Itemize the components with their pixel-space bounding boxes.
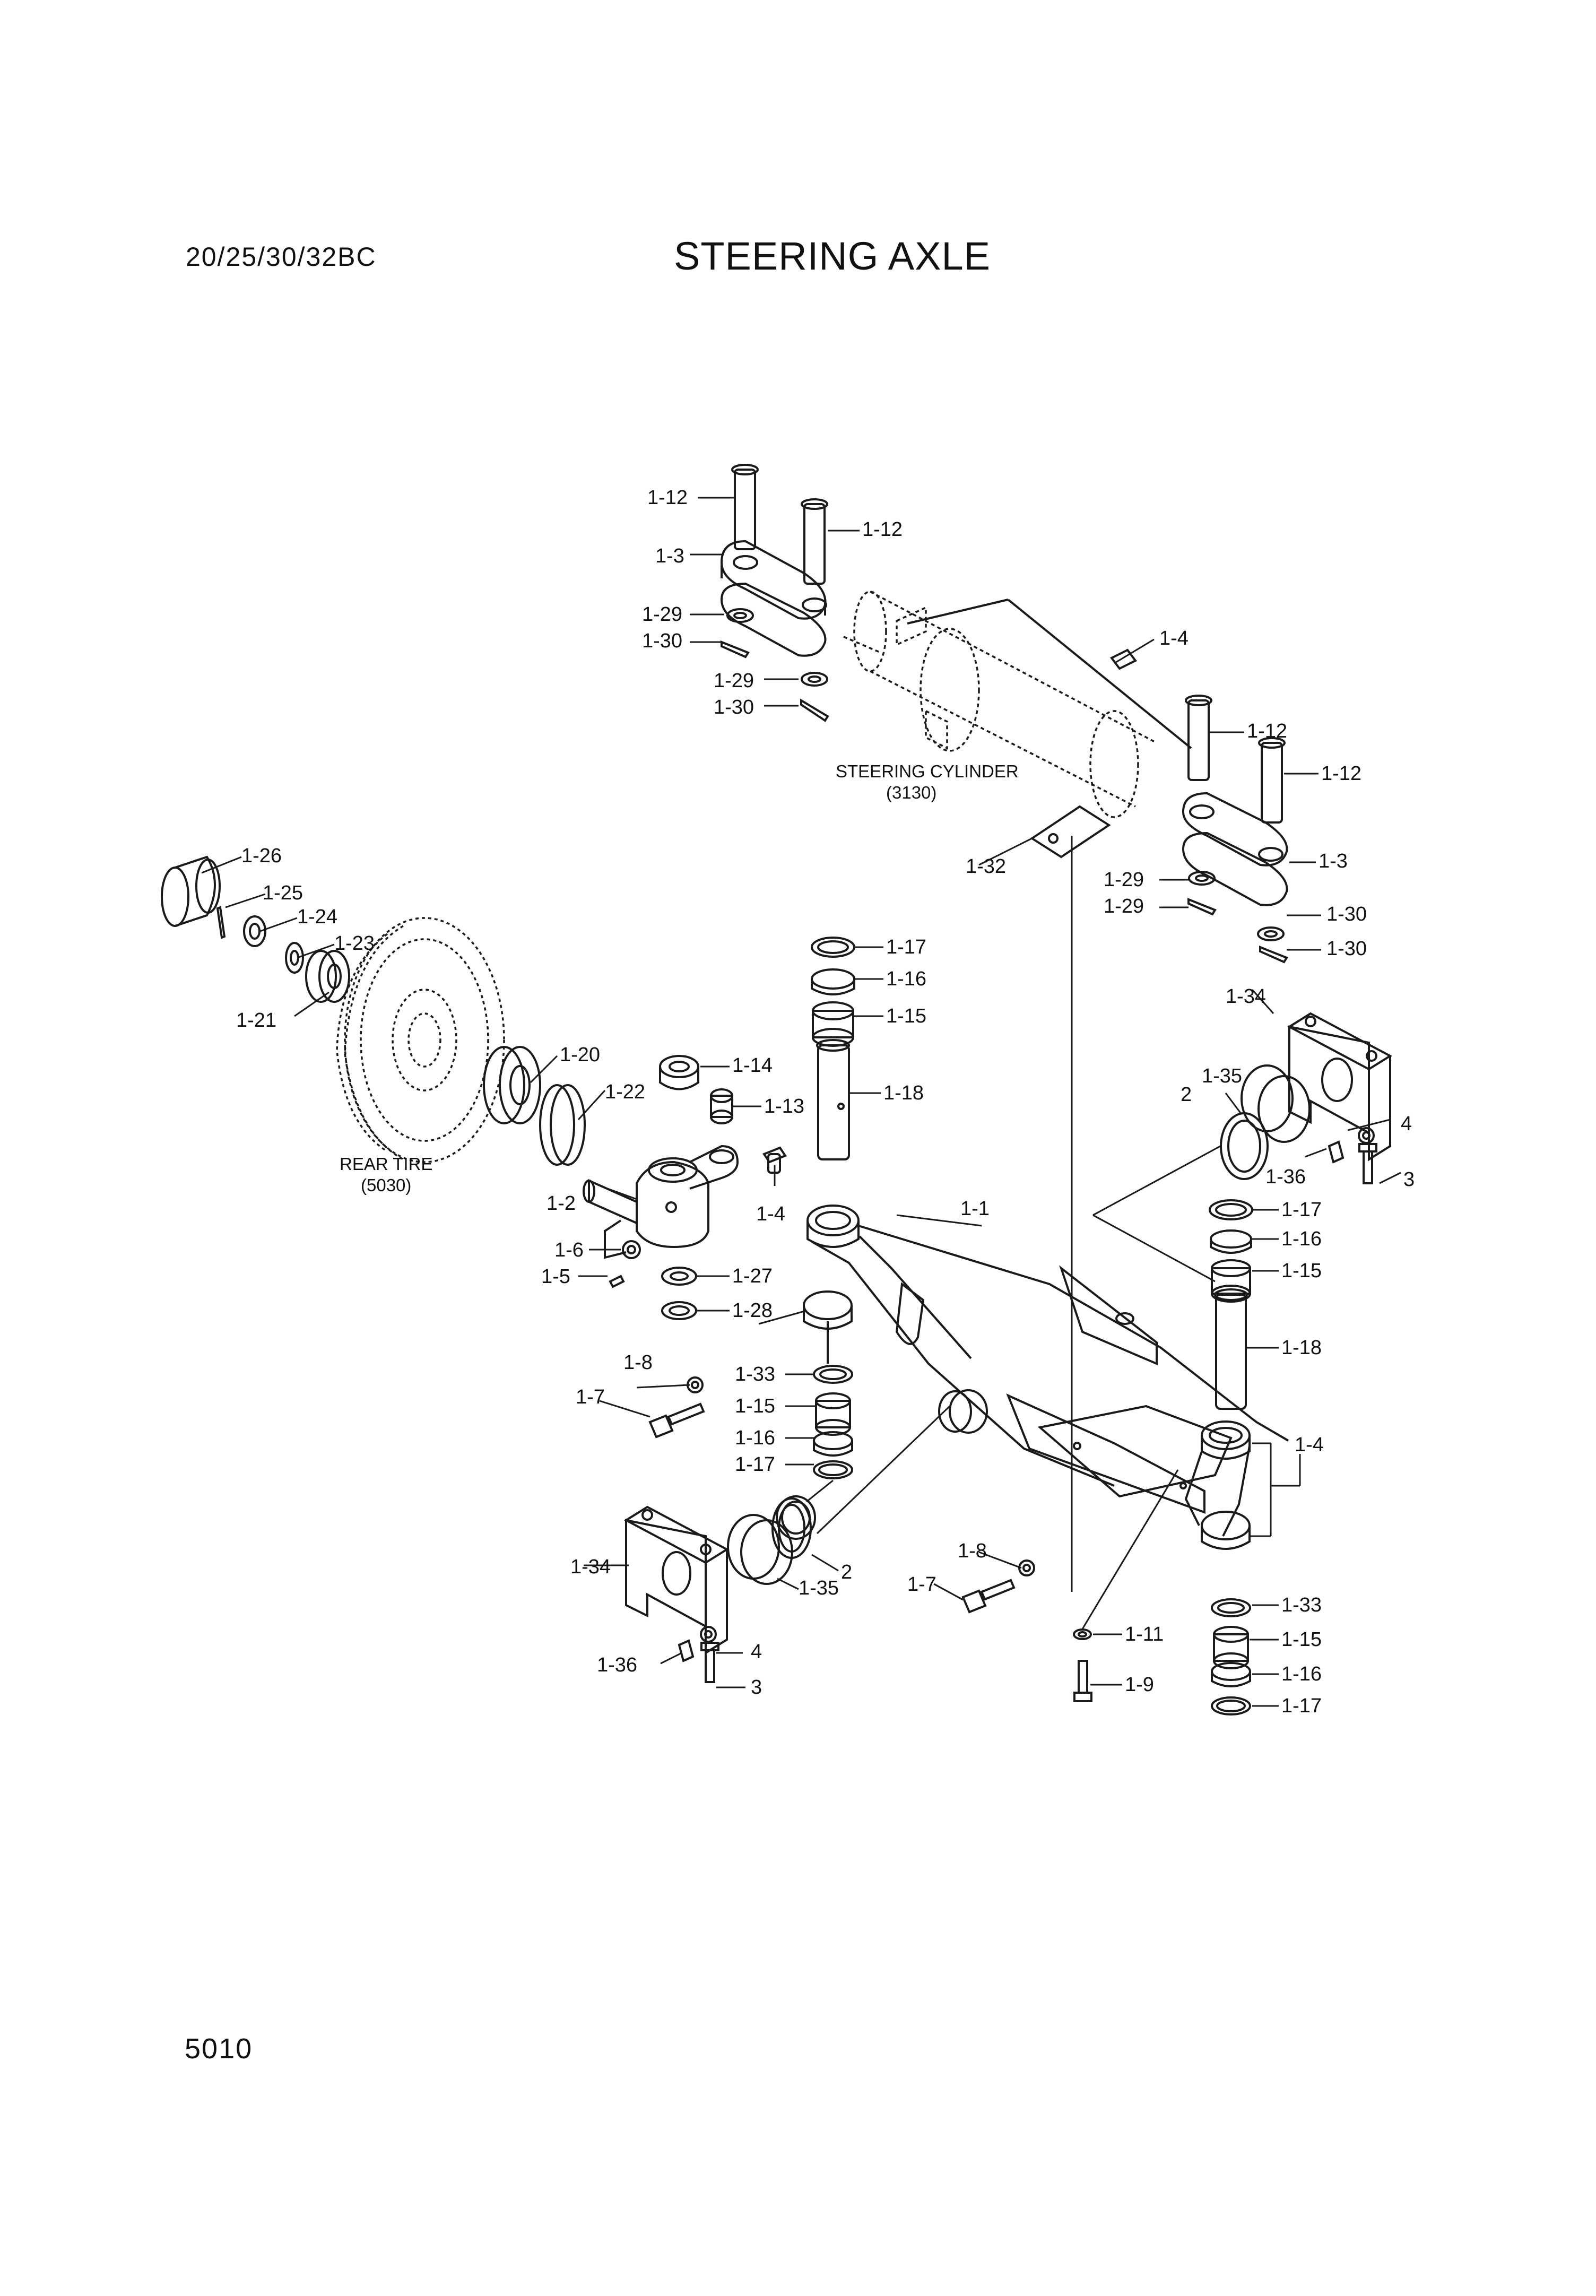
callout-label: 1-7 [576, 1386, 605, 1408]
steering-cylinder-label: STEERING CYLINDER [836, 761, 1019, 781]
callout-label: 1-14 [732, 1054, 773, 1077]
hub-parts [161, 855, 586, 1166]
callout-label: 1-23 [334, 932, 375, 955]
callout-label: 1-17 [1281, 1199, 1322, 1221]
callout-label: 1-22 [605, 1081, 645, 1103]
callout-label: 1-34 [570, 1556, 611, 1578]
king-pin-stack [811, 937, 855, 1160]
plate [1030, 805, 1111, 859]
callout-label: 1-30 [1326, 903, 1367, 925]
callout-label: 1-25 [263, 882, 303, 904]
callout-label: 1-7 [907, 1573, 936, 1596]
leader-lines [201, 497, 1401, 1707]
rear-tire-label: REAR TIRE [340, 1154, 432, 1174]
callout-label: 1-11 [1125, 1623, 1164, 1645]
callout-label: 1-30 [714, 696, 754, 718]
callout-label: 1-35 [1202, 1065, 1242, 1087]
callout-label: 1-34 [1226, 985, 1266, 1008]
callout-label: 1-24 [297, 906, 337, 928]
callout-label: 1-32 [966, 855, 1006, 878]
link-upper-right [1109, 648, 1288, 964]
callout-label: 3 [751, 1676, 762, 1699]
page-title: STEERING AXLE [674, 234, 991, 278]
callout-label: 1-8 [623, 1351, 653, 1374]
steering-cylinder-ref: (3130) [886, 783, 936, 802]
callout-label: 1-33 [735, 1363, 775, 1385]
callout-label: 1-6 [554, 1239, 584, 1261]
bracket-right [1220, 1012, 1392, 1184]
callout-label: 1-12 [1247, 720, 1287, 742]
callout-label: 4 [1401, 1113, 1412, 1135]
callout-label: 1-29 [1104, 869, 1144, 891]
callout-label: 1-13 [764, 1095, 804, 1117]
callout-label: 1-36 [1265, 1166, 1306, 1188]
callout-label: 1-15 [735, 1395, 775, 1417]
callout-label: 1-29 [1104, 895, 1144, 917]
callout-label: 1-4 [1295, 1434, 1324, 1456]
callout-label: 2 [841, 1561, 852, 1583]
bearing-stack-right [1211, 1598, 1251, 1715]
rear-tire-ref: (5030) [361, 1175, 411, 1195]
callout-label: 1-12 [1321, 763, 1361, 785]
callout-label: 1-17 [886, 936, 926, 958]
callout-label: 1-18 [1281, 1337, 1322, 1359]
bolts [648, 1376, 1092, 1702]
callout-label: 1-12 [862, 518, 903, 541]
callout-label: 1-28 [732, 1299, 773, 1322]
callout-label: 1-20 [560, 1044, 600, 1066]
callout-label: 1-30 [642, 630, 682, 652]
callout-label: 1-35 [799, 1577, 839, 1599]
callout-labels: 1-121-121-31-291-301-291-301-41-121-121-… [236, 487, 1415, 1717]
callout-label: 1-29 [714, 670, 754, 692]
callout-label: 1-15 [886, 1005, 926, 1027]
callout-label: 1-17 [1281, 1695, 1322, 1717]
knuckle [583, 1055, 787, 1320]
steering-cylinder [843, 591, 1157, 818]
callout-label: 1-36 [597, 1654, 637, 1676]
callout-label: 1-16 [1281, 1663, 1322, 1685]
callout-label: 1-4 [1159, 627, 1189, 649]
model-label: 20/25/30/32BC [186, 242, 377, 272]
callout-label: 1-27 [732, 1265, 773, 1287]
bearing-stack-left [776, 1365, 853, 1540]
bracket-left [624, 1497, 812, 1683]
right-pin-stack [1209, 1199, 1253, 1410]
callout-label: 1-30 [1326, 938, 1367, 960]
annotations: STEERING CYLINDER (3130) REAR TIRE (5030… [340, 761, 1019, 1195]
callout-label: 1-3 [1319, 850, 1348, 872]
callout-label: 4 [751, 1641, 762, 1663]
callout-label: 1-16 [735, 1427, 775, 1449]
leader [907, 599, 1009, 625]
axle-beam [803, 1205, 1289, 1550]
callout-label: 1-15 [1281, 1260, 1322, 1282]
callout-label: 1-15 [1281, 1628, 1322, 1651]
callout-label: 1-26 [241, 845, 282, 867]
callout-label: 1-33 [1281, 1594, 1322, 1616]
link-upper-left [720, 464, 829, 722]
callout-label: 2 [1181, 1084, 1192, 1106]
callout-label: 1-9 [1125, 1674, 1154, 1696]
callout-label: 1-17 [735, 1453, 775, 1476]
rear-tire [336, 917, 505, 1163]
callout-label: 1-16 [886, 968, 926, 990]
callout-label: 1-16 [1281, 1228, 1322, 1250]
callout-label: 1-5 [541, 1266, 570, 1288]
page-number: 5010 [185, 2033, 253, 2065]
callout-label: 1-2 [547, 1192, 576, 1215]
callout-label: 1-4 [756, 1203, 785, 1225]
callout-label: 1-8 [958, 1540, 987, 1562]
callout-label: 1-12 [647, 487, 688, 509]
callout-label: 3 [1403, 1168, 1415, 1191]
callout-label: 1-18 [883, 1082, 924, 1104]
callout-label: 1-1 [960, 1198, 990, 1220]
callout-label: 1-29 [642, 603, 682, 626]
callout-label: 1-21 [236, 1009, 276, 1032]
callout-label: 1-3 [655, 545, 684, 567]
